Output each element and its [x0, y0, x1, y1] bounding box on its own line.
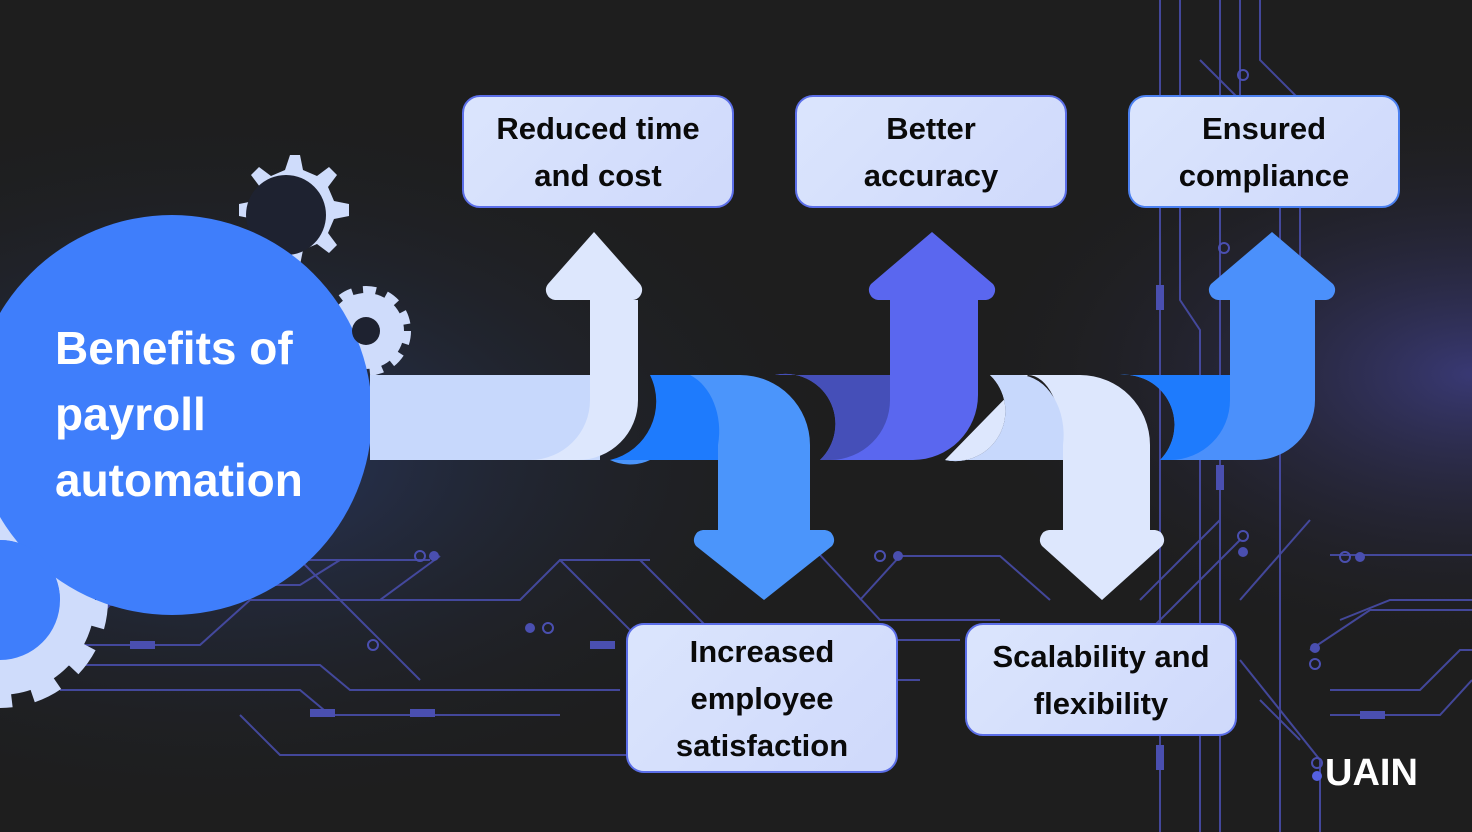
benefit-label: Reduced time and cost — [496, 110, 700, 193]
benefit-label: Scalability and flexibility — [992, 638, 1210, 721]
arrow-down-4 — [945, 375, 1165, 600]
arrow-up-3 — [775, 232, 996, 460]
arrow-up-1 — [440, 232, 643, 460]
arrow-down-2 — [610, 375, 835, 600]
benefit-label: Better accuracy — [863, 110, 999, 193]
brand-logo: UAIN — [1325, 752, 1418, 794]
title-circle — [0, 215, 372, 615]
benefit-box-scalability: Scalability and flexibility — [965, 623, 1237, 736]
benefit-label: Ensured compliance — [1178, 110, 1350, 193]
gear-hole — [246, 175, 326, 255]
benefit-label: Increased employee satisfaction — [675, 633, 849, 763]
benefit-box-better-accuracy: Better accuracy — [795, 95, 1067, 208]
benefit-box-employee-satisfaction: Increased employee satisfaction — [626, 623, 898, 773]
circuit-nodes — [130, 69, 1385, 781]
diagram-title: Benefits of payroll automation — [55, 322, 303, 506]
gear-small-hole — [352, 317, 380, 345]
benefit-box-ensured-compliance: Ensured compliance — [1128, 95, 1400, 208]
benefit-box-reduced-time-cost: Reduced time and cost — [462, 95, 734, 208]
